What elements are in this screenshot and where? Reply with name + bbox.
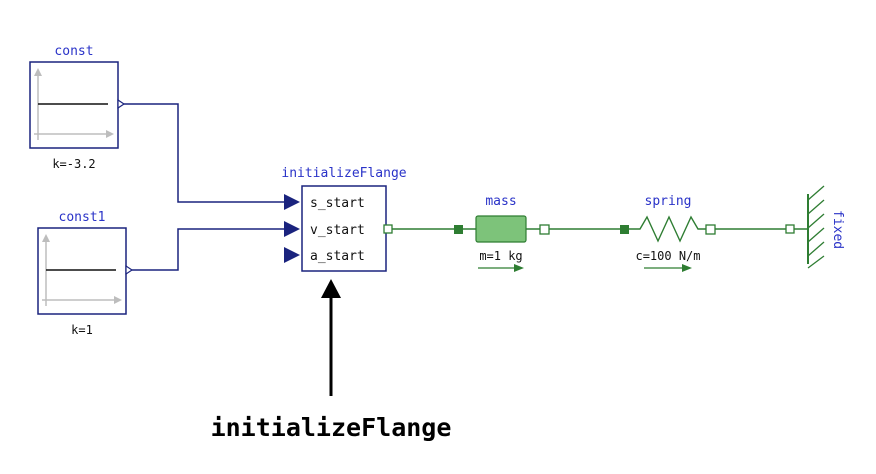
mass-flange-a[interactable] — [454, 225, 463, 234]
mass-param-label: m=1 kg — [479, 249, 522, 263]
const-block[interactable]: const k=-3.2 — [29, 44, 126, 171]
const1-output-port[interactable] — [125, 264, 134, 276]
const-output-port[interactable] — [117, 98, 126, 110]
const-name-label: const — [54, 44, 93, 59]
mass-body — [475, 215, 527, 243]
annotation-caption: initializeFlange — [211, 413, 452, 442]
connection-const-to-s-start[interactable] — [124, 103, 286, 203]
mass-name-label: mass — [485, 194, 516, 209]
const1-name-label: const1 — [59, 210, 106, 225]
mass-direction-arrow-icon — [478, 264, 524, 272]
annotation-arrow-up-icon — [321, 279, 341, 396]
spring-zigzag-icon — [629, 215, 706, 243]
flange-output-port[interactable] — [383, 224, 393, 234]
s-start-input-port[interactable] — [284, 194, 300, 210]
spring-block[interactable]: spring c=100 N/m — [620, 194, 716, 272]
spring-name-label: spring — [645, 194, 692, 209]
mass-flange-b[interactable] — [539, 224, 550, 235]
fixed-ground-icon — [807, 185, 825, 269]
connection-const1-to-v-start[interactable] — [132, 228, 286, 271]
fixed-name-label: fixed — [830, 210, 845, 249]
const1-block[interactable]: const1 k=1 — [37, 210, 134, 337]
spring-param-label: c=100 N/m — [635, 249, 700, 263]
v-start-port-label: v_start — [310, 223, 365, 238]
fixed-block[interactable]: fixed — [785, 185, 845, 269]
spring-direction-arrow-icon — [644, 264, 692, 272]
const1-param-label: k=1 — [71, 323, 93, 337]
const-plot-icon — [34, 68, 114, 140]
spring-flange-a[interactable] — [620, 225, 629, 234]
s-start-port-label: s_start — [310, 196, 365, 211]
spring-flange-b[interactable] — [705, 224, 716, 235]
initialize-flange-name-label: initializeFlange — [281, 166, 406, 181]
a-start-input-port[interactable] — [284, 247, 300, 263]
initialize-flange-block[interactable]: initializeFlange s_start v_start a_start — [281, 166, 407, 272]
v-start-input-port[interactable] — [284, 221, 300, 237]
const1-plot-icon — [42, 234, 122, 306]
a-start-port-label: a_start — [310, 249, 365, 264]
const-param-label: k=-3.2 — [52, 157, 95, 171]
fixed-flange[interactable] — [785, 224, 795, 234]
mass-block[interactable]: mass m=1 kg — [454, 194, 550, 272]
